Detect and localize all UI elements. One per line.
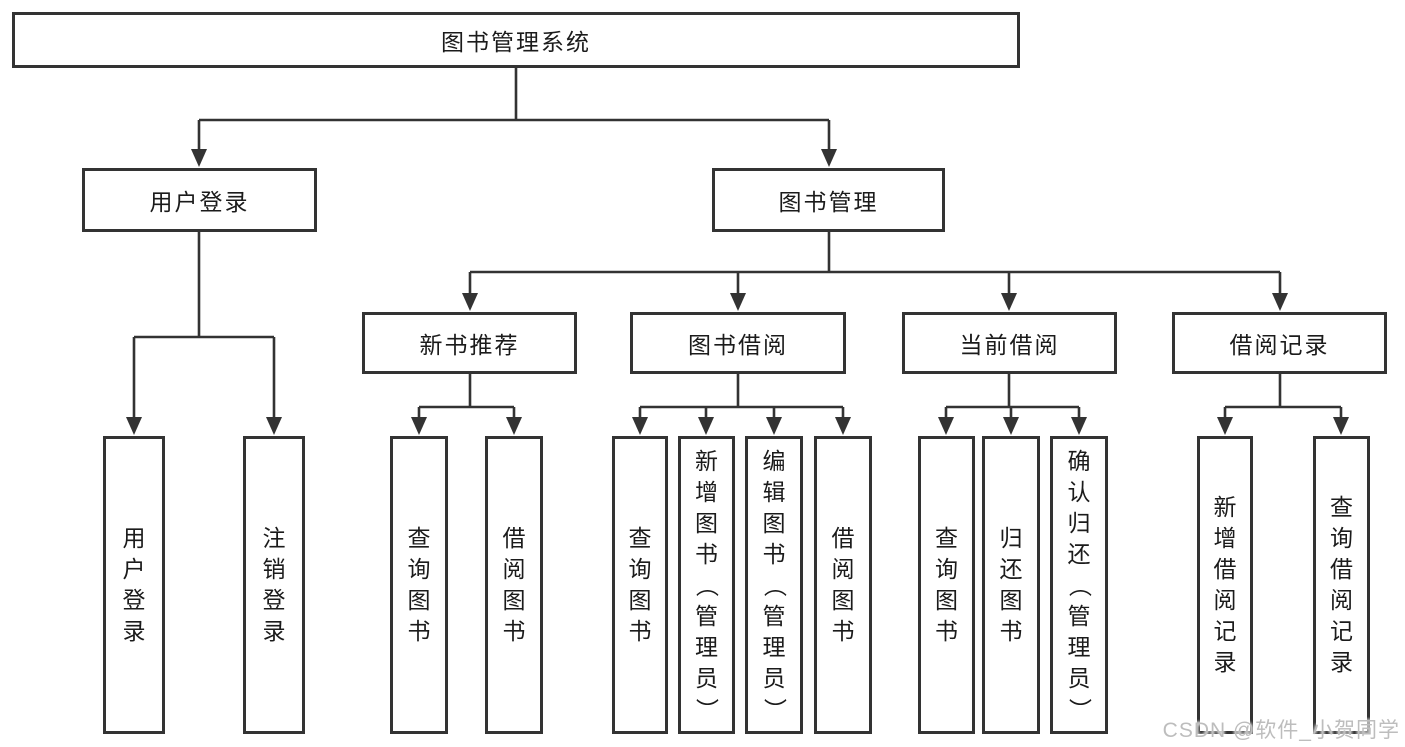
- leaf-logout: 注销登录: [243, 436, 305, 734]
- node-book-borrowing-label: 图书借阅: [688, 332, 788, 358]
- leaf-add-books-admin: 新增图书（管理员）: [678, 436, 735, 734]
- leaf-logout-label: 注销登录: [262, 525, 286, 644]
- node-user-login-label: 用户登录: [149, 189, 250, 215]
- leaf-query-books-1: 查询图书: [390, 436, 448, 734]
- node-book-management-label: 图书管理: [778, 189, 879, 215]
- node-borrowing-records-label: 借阅记录: [1229, 332, 1330, 358]
- node-library-system: 图书管理系统: [12, 12, 1020, 68]
- csdn-watermark: CSDN @软件_小贺同学: [1162, 719, 1400, 742]
- leaf-borrow-books-2-label: 借阅图书: [831, 525, 855, 644]
- node-library-system-label: 图书管理系统: [441, 29, 591, 55]
- leaf-query-books-2-label: 查询图书: [628, 525, 652, 644]
- leaf-confirm-return-admin-label: 确认归还（管理员）: [1066, 447, 1093, 721]
- leaf-query-borrow-record-label: 查询借阅记录: [1330, 494, 1353, 675]
- connector-lines: [132, 67, 1343, 419]
- leaf-add-books-admin-label: 新增图书（管理员）: [694, 447, 720, 721]
- node-book-borrowing: 图书借阅: [630, 312, 846, 374]
- node-borrowing-records: 借阅记录: [1172, 312, 1387, 374]
- node-user-login: 用户登录: [82, 168, 317, 232]
- leaf-borrow-books-1: 借阅图书: [485, 436, 543, 734]
- leaf-return-books: 归还图书: [982, 436, 1040, 734]
- leaf-confirm-return-admin: 确认归还（管理员）: [1050, 436, 1108, 734]
- node-current-borrowing-label: 当前借阅: [959, 332, 1060, 358]
- leaf-user-login-label: 用户登录: [122, 525, 146, 644]
- leaf-user-login: 用户登录: [103, 436, 165, 734]
- node-book-management: 图书管理: [712, 168, 945, 232]
- arrowheads: [126, 149, 1349, 435]
- leaf-query-books-3: 查询图书: [918, 436, 975, 734]
- leaf-return-books-label: 归还图书: [999, 525, 1023, 644]
- node-current-borrowing: 当前借阅: [902, 312, 1117, 374]
- leaf-add-borrow-record: 新增借阅记录: [1197, 436, 1253, 734]
- node-new-book-recommend: 新书推荐: [362, 312, 577, 374]
- leaf-add-borrow-record-label: 新增借阅记录: [1213, 494, 1237, 675]
- leaf-query-books-3-label: 查询图书: [935, 525, 958, 644]
- leaf-edit-books-admin-label: 编辑图书（管理员）: [761, 447, 788, 721]
- leaf-edit-books-admin: 编辑图书（管理员）: [745, 436, 803, 734]
- leaf-query-books-1-label: 查询图书: [407, 525, 431, 644]
- leaf-query-borrow-record: 查询借阅记录: [1313, 436, 1370, 734]
- leaf-query-books-2: 查询图书: [612, 436, 668, 734]
- node-new-book-recommend-label: 新书推荐: [419, 332, 520, 358]
- leaf-borrow-books-1-label: 借阅图书: [502, 525, 526, 644]
- leaf-borrow-books-2: 借阅图书: [814, 436, 872, 734]
